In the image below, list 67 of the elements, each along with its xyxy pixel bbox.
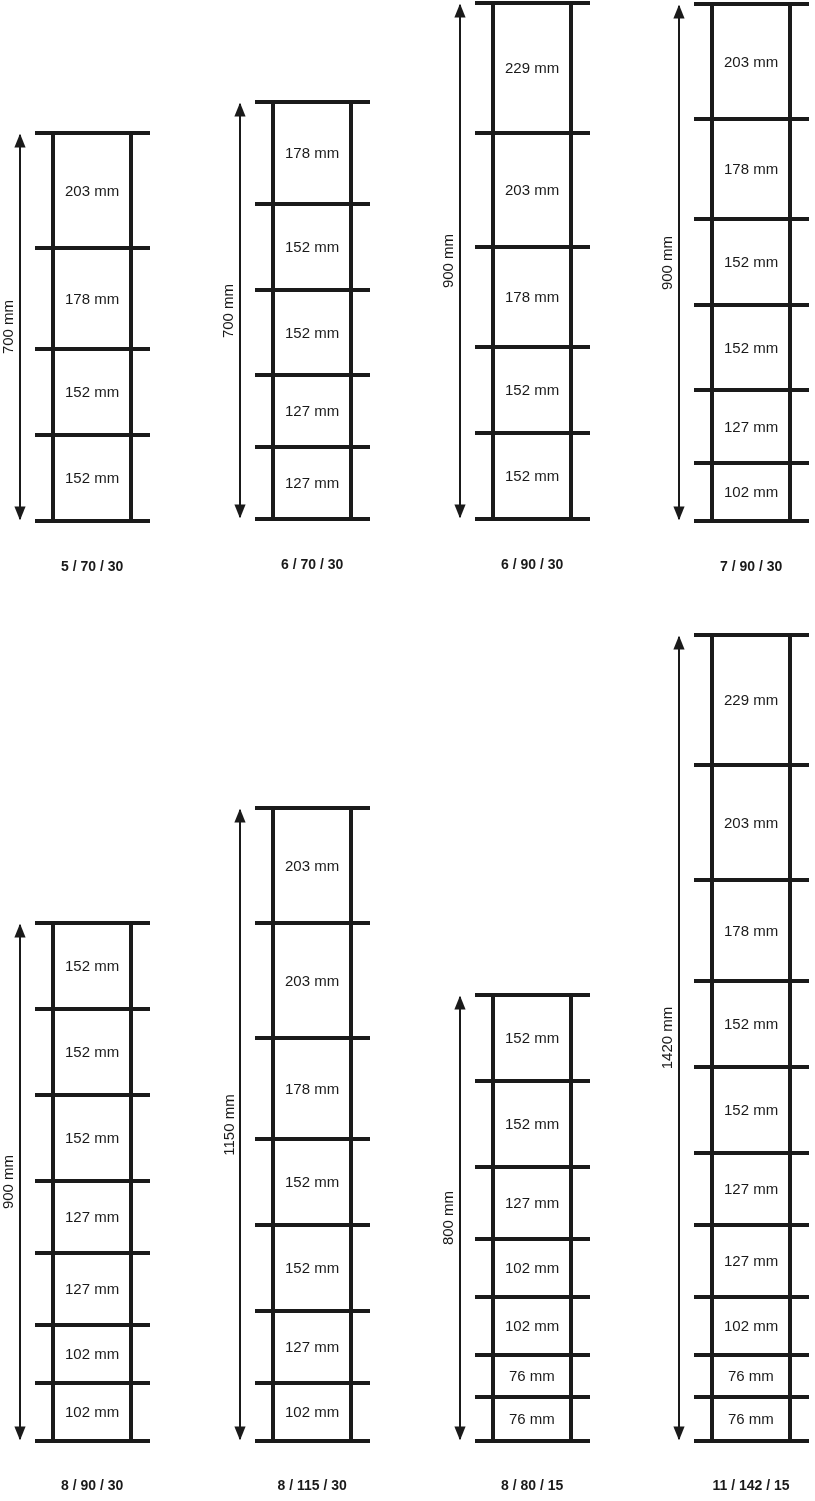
panel-spec-label: 11 / 142 / 15 <box>712 1476 790 1494</box>
spacing-label: 76 mm <box>728 1410 774 1428</box>
spacing-label: 178 mm <box>285 1079 340 1098</box>
spacing-label: 152 mm <box>505 381 560 399</box>
spacing-label: 102 mm <box>724 483 779 501</box>
spacing-label: 127 mm <box>505 1194 560 1212</box>
spacing-label: 152 mm <box>65 1043 120 1061</box>
spacing-label: 203 mm <box>65 181 120 200</box>
panel-spec-label: 8 / 80 / 15 <box>501 1476 564 1494</box>
spacing-label: 152 mm <box>285 323 340 342</box>
spacing-label: 178 mm <box>724 160 779 178</box>
spacing-label: 127 mm <box>285 474 340 492</box>
spacing-label: 229 mm <box>505 59 560 77</box>
spacing-label: 229 mm <box>724 691 779 709</box>
spacing-label: 76 mm <box>509 1367 555 1385</box>
spacing-label: 178 mm <box>285 144 340 162</box>
spacing-label: 152 mm <box>285 1173 340 1191</box>
spacing-label: 127 mm <box>724 1252 779 1270</box>
spacing-label: 178 mm <box>505 288 560 306</box>
panel-spec-label: 5 / 70 / 30 <box>61 557 124 575</box>
spacing-label: 152 mm <box>65 957 120 975</box>
spacing-label: 152 mm <box>65 383 120 401</box>
spacing-label: 203 mm <box>285 856 340 875</box>
spacing-label: 127 mm <box>285 402 340 420</box>
spacing-label: 76 mm <box>728 1367 774 1385</box>
spacing-label: 102 mm <box>285 1403 340 1421</box>
dimension-label: 1150 mm <box>219 1093 238 1156</box>
spacing-label: 102 mm <box>505 1317 560 1335</box>
spacing-label: 203 mm <box>285 971 340 990</box>
spacing-label: 203 mm <box>505 181 560 199</box>
panel-spec-label: 6 / 70 / 30 <box>281 555 344 573</box>
spacing-label: 203 mm <box>724 813 779 832</box>
panel-spec-label: 8 / 115 / 30 <box>277 1476 347 1494</box>
spacing-label: 127 mm <box>65 1208 120 1226</box>
spacing-label: 152 mm <box>65 469 120 487</box>
spacing-label: 203 mm <box>724 52 779 71</box>
spacing-label: 127 mm <box>285 1338 340 1356</box>
spacing-label: 152 mm <box>724 1015 779 1033</box>
spacing-label: 152 mm <box>65 1129 120 1147</box>
spacing-label: 152 mm <box>724 253 779 271</box>
dimension-label: 900 mm <box>439 233 458 289</box>
spacing-label: 152 mm <box>505 1115 560 1133</box>
dimension-label: 700 mm <box>219 283 238 338</box>
dimension-label: 1420 mm <box>657 1006 676 1070</box>
spacing-label: 127 mm <box>724 1180 779 1198</box>
dimension-label: 700 mm <box>0 299 18 355</box>
dimension-label: 900 mm <box>658 235 677 290</box>
spacing-label: 102 mm <box>65 1345 120 1363</box>
spacing-label: 178 mm <box>65 289 120 308</box>
panel-spec-label: 6 / 90 / 30 <box>501 555 564 573</box>
spacing-label: 76 mm <box>509 1410 555 1428</box>
spacing-label: 102 mm <box>505 1259 560 1277</box>
spacing-label: 152 mm <box>724 1101 779 1119</box>
panel-spec-label: 8 / 90 / 30 <box>61 1476 124 1494</box>
spacing-label: 102 mm <box>724 1317 779 1335</box>
spacing-label: 152 mm <box>505 467 560 485</box>
spacing-label: 152 mm <box>505 1029 560 1047</box>
spacing-label: 127 mm <box>724 417 779 436</box>
spacing-label: 152 mm <box>724 338 779 357</box>
panel-spec-label: 7 / 90 / 30 <box>720 557 783 575</box>
dimension-label: 900 mm <box>0 1154 18 1210</box>
dimension-label: 800 mm <box>439 1190 458 1246</box>
spacing-label: 127 mm <box>65 1280 120 1298</box>
spacing-label: 152 mm <box>285 1259 340 1277</box>
spacing-label: 178 mm <box>724 921 779 940</box>
spacing-label: 152 mm <box>285 238 340 256</box>
spacing-label: 102 mm <box>65 1403 120 1421</box>
